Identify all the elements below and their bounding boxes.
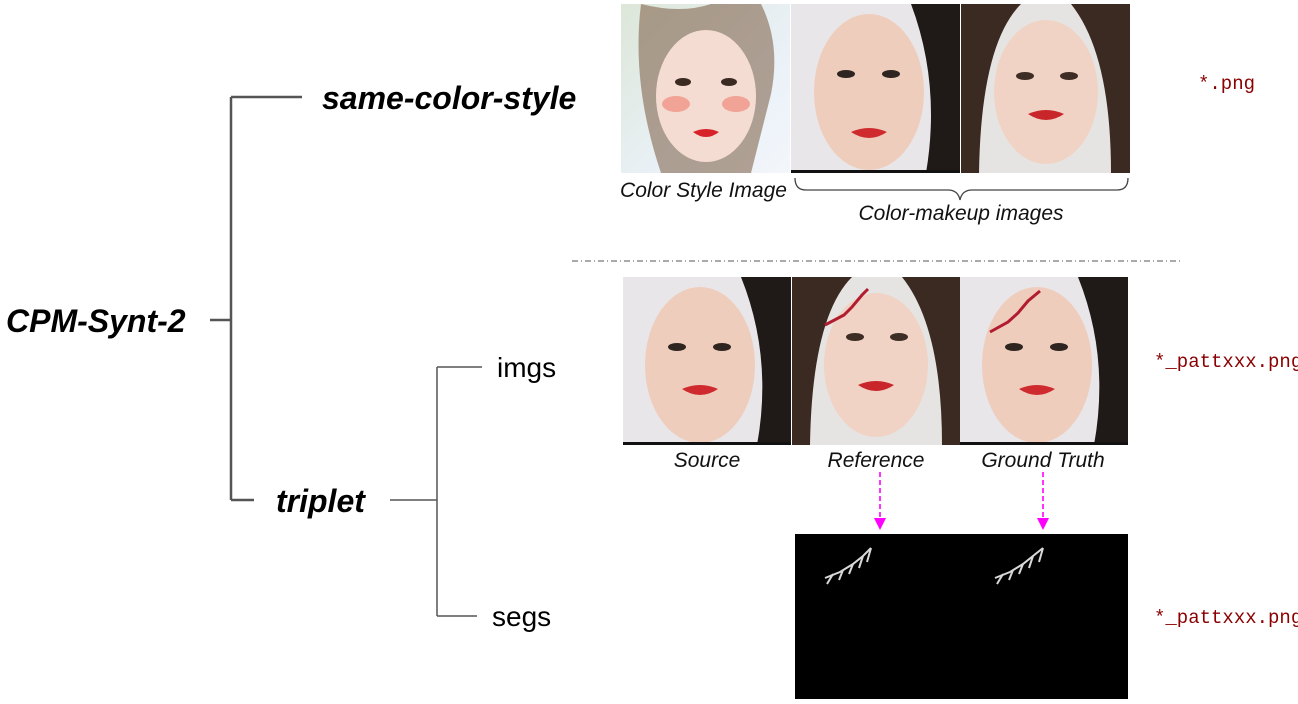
source-image <box>623 277 791 445</box>
caption-ground-truth: Ground Truth <box>981 449 1105 472</box>
arrow-reference-head <box>874 518 886 530</box>
caption-reference: Reference <box>827 449 925 472</box>
imgs-label: imgs <box>497 352 557 383</box>
segmentation-masks <box>795 534 1128 699</box>
root-label: CPM-Synt-2 <box>6 303 186 339</box>
makeup-image-1 <box>791 4 960 173</box>
makeup-image-2 <box>961 4 1130 173</box>
ground-truth-image <box>960 277 1128 445</box>
color-style-image <box>621 4 790 173</box>
same-color-style-label: same-color-style <box>322 80 577 116</box>
same-file-pattern: *.png <box>1198 73 1256 95</box>
caption-color-makeup-images: Color-makeup images <box>858 202 1064 225</box>
arrow-gt-head <box>1037 518 1049 530</box>
reference-image <box>792 277 960 445</box>
caption-color-style-image: Color Style Image <box>620 179 787 202</box>
caption-source: Source <box>673 449 741 472</box>
segs-label: segs <box>492 601 552 632</box>
mask-reference <box>824 547 872 585</box>
makeup-brace <box>794 177 1129 201</box>
mask-ground-truth <box>994 547 1044 585</box>
segs-file-pattern: *_pattxxx.png <box>1154 607 1298 629</box>
triplet-label: triplet <box>276 483 365 519</box>
imgs-file-pattern: *_pattxxx.png <box>1154 351 1298 373</box>
